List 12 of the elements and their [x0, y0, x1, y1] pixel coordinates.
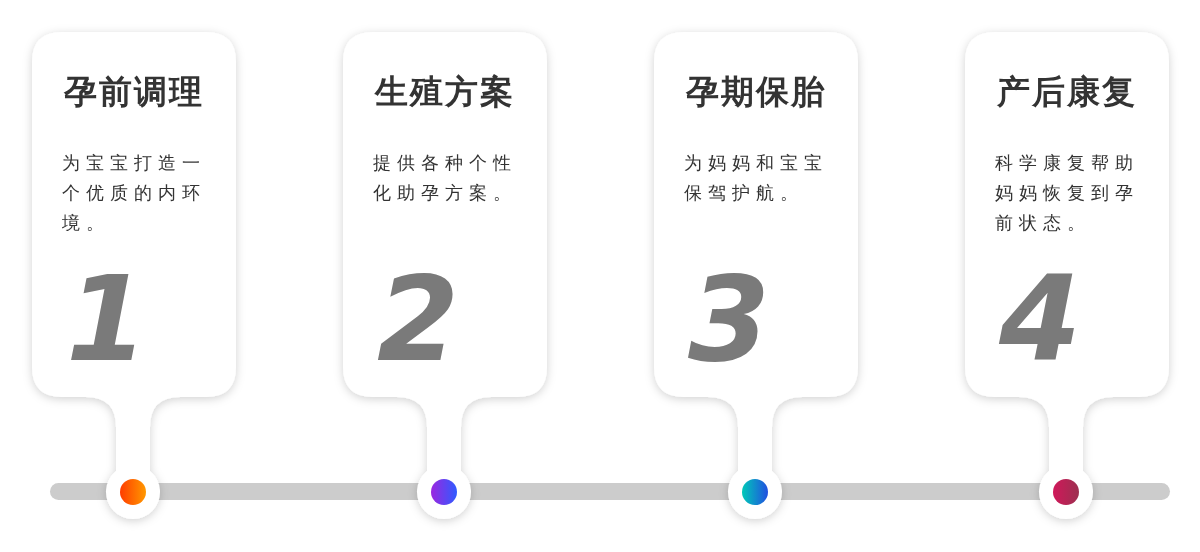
step-number: 4 — [999, 260, 1082, 378]
step-number: 3 — [688, 260, 771, 378]
card-description: 提供各种个性化助孕方案。 — [373, 151, 518, 205]
card-title: 孕前调理 — [63, 71, 205, 113]
step-number: 2 — [377, 260, 460, 378]
card-title: 孕期保胎 — [685, 71, 827, 113]
card-description: 为妈妈和宝宝保驾护航。 — [684, 151, 829, 205]
card-title: 产后康复 — [996, 71, 1138, 113]
card-description: 为宝宝打造一个优质的内环境。 — [62, 151, 207, 235]
card-description: 科学康复帮助妈妈恢复到孕前状态。 — [995, 151, 1140, 235]
card-title: 生殖方案 — [373, 71, 516, 113]
step-number: 1 — [66, 260, 149, 378]
